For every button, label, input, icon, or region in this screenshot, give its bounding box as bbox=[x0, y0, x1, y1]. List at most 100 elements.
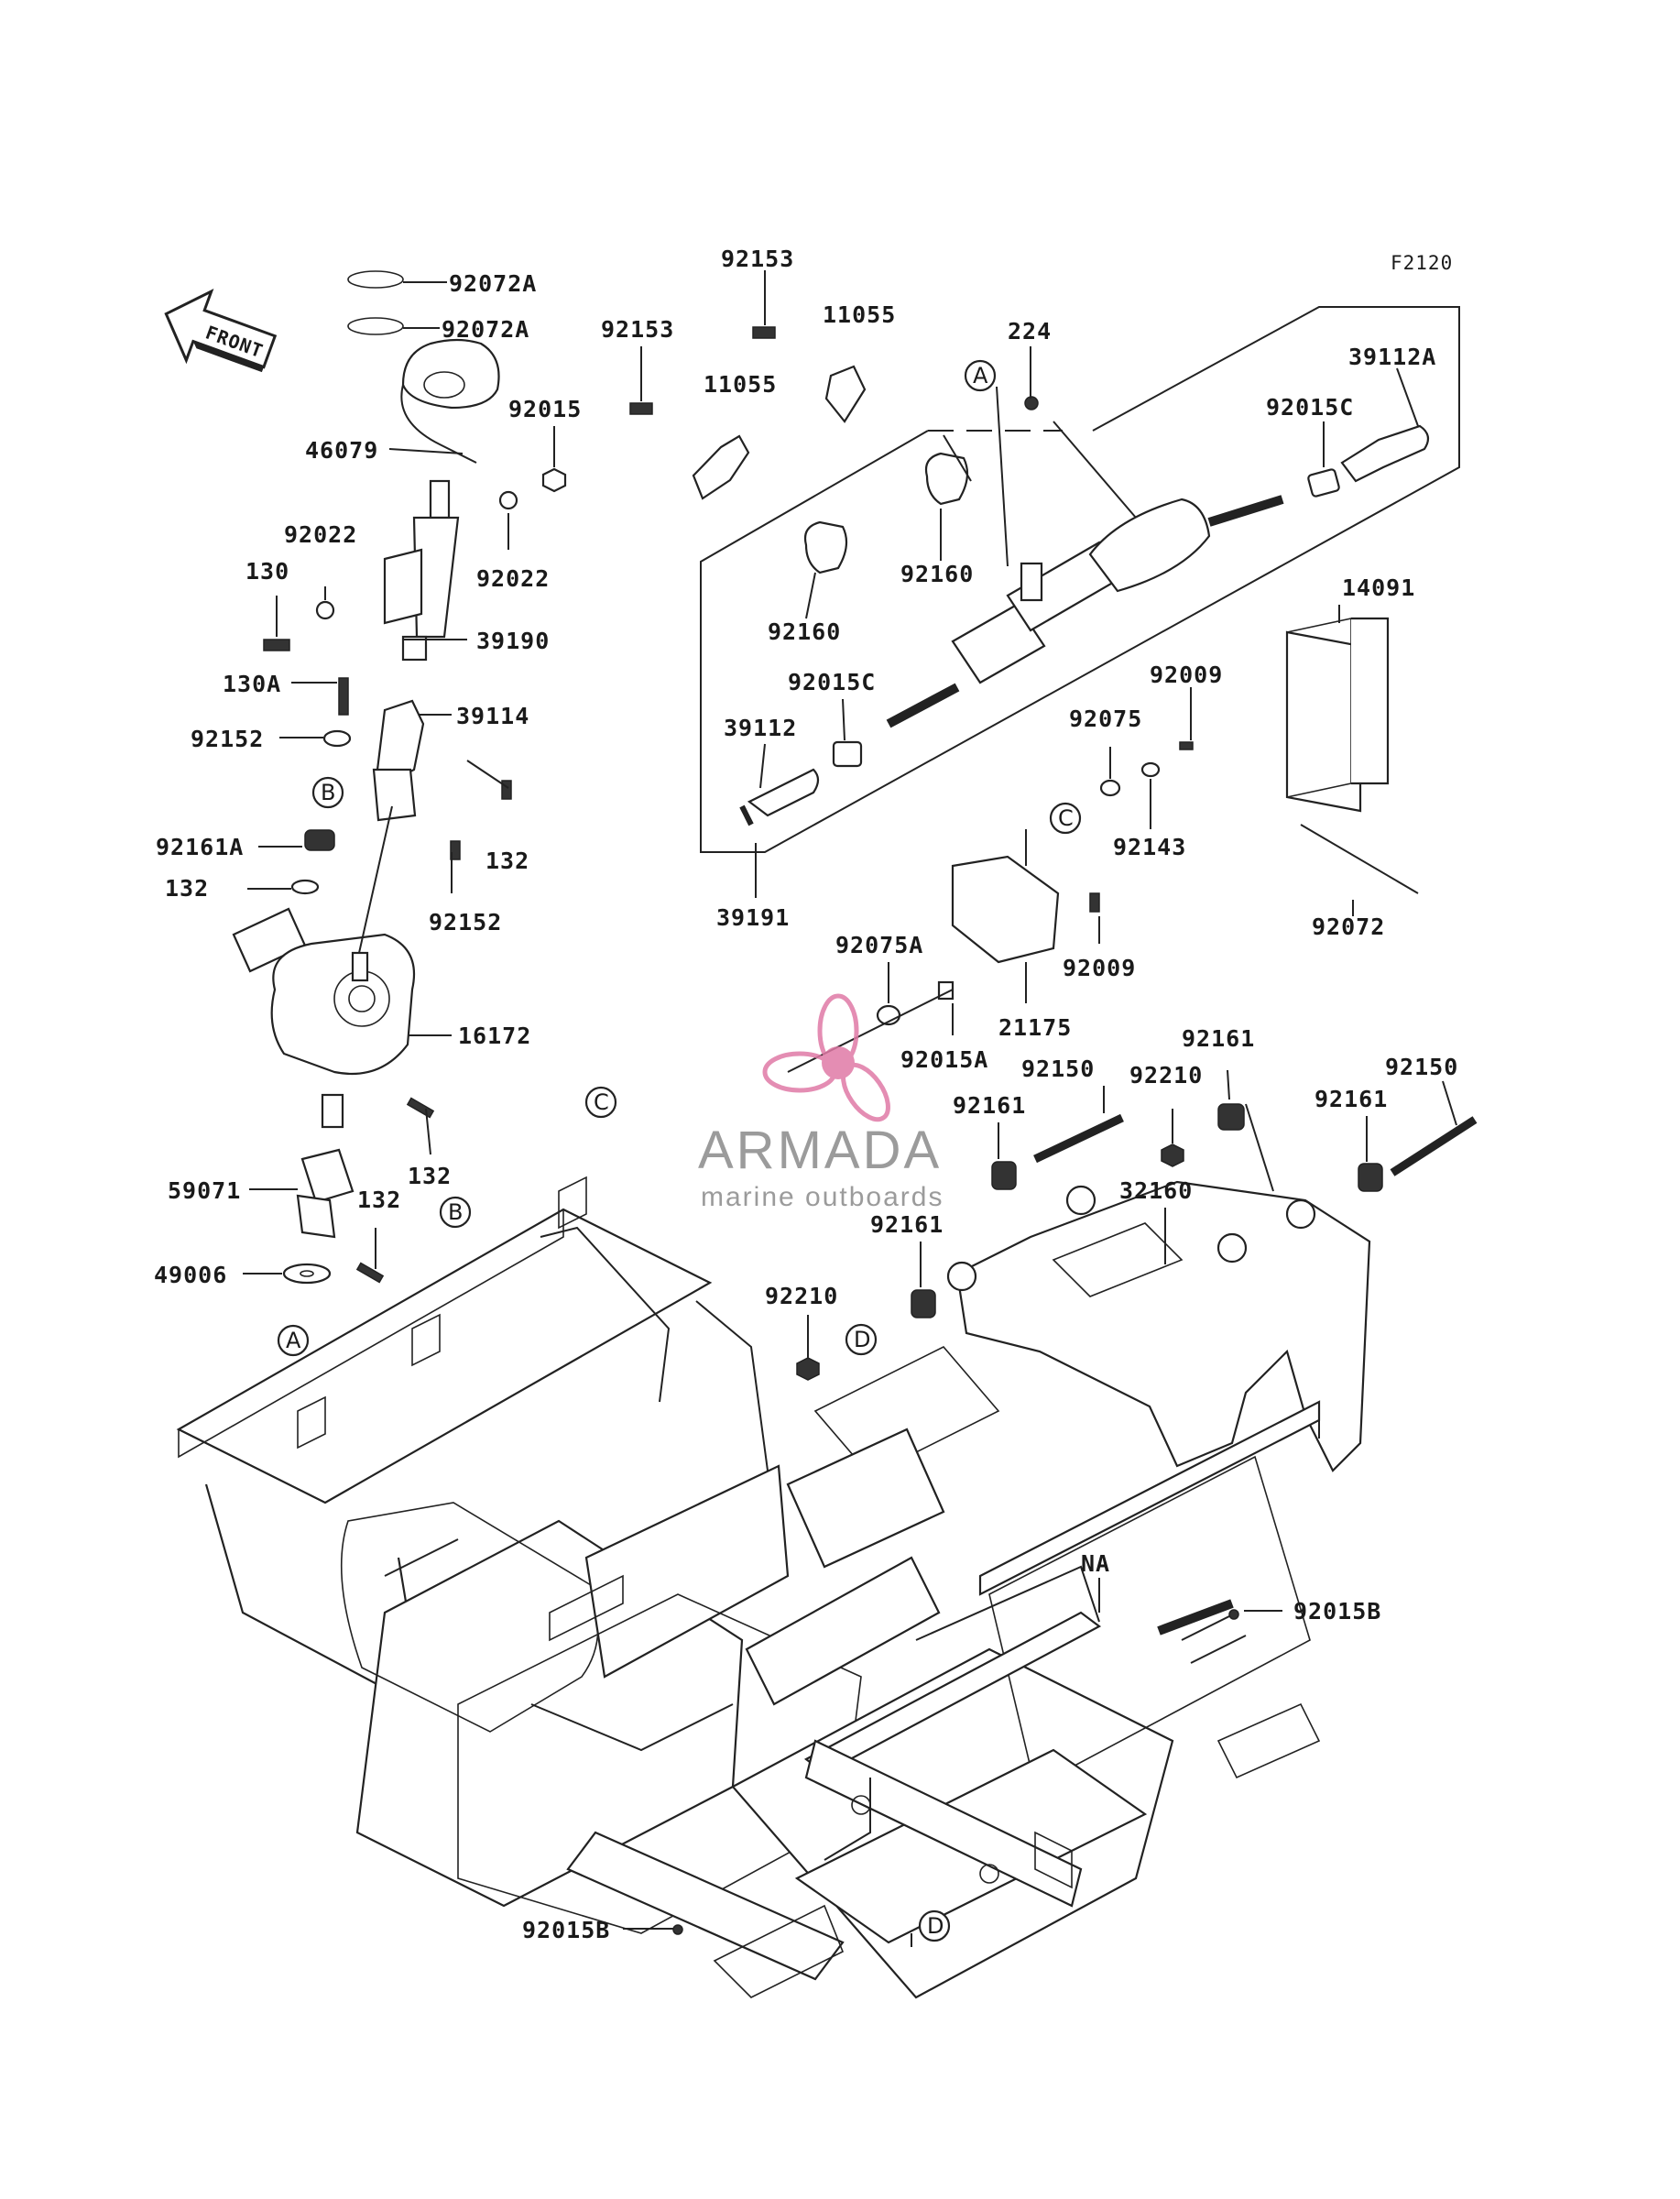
part-label: 39112A bbox=[1348, 344, 1436, 370]
part-label: 39190 bbox=[476, 628, 550, 654]
part-label: 21175 bbox=[998, 1014, 1072, 1041]
callout-c-frame: C bbox=[594, 1089, 609, 1115]
part-label: 92153 bbox=[721, 246, 794, 272]
part-label: 92150 bbox=[1385, 1054, 1458, 1080]
joint-59071 bbox=[300, 1148, 355, 1204]
steering-rack-group bbox=[629, 306, 1460, 898]
part-label: 92015C bbox=[1266, 394, 1354, 421]
washer-92152-lower bbox=[290, 879, 320, 895]
sleeve-92015c-right bbox=[1307, 468, 1340, 498]
part-label: 92153 bbox=[601, 316, 674, 343]
part-label: 92015 bbox=[508, 396, 582, 422]
module-21175 bbox=[951, 855, 1060, 964]
clamp-11055-right bbox=[824, 365, 867, 423]
part-label: 92075A bbox=[835, 932, 923, 958]
part-label: 132 bbox=[408, 1163, 452, 1189]
part-label: 16172 bbox=[458, 1023, 531, 1049]
part-label: 92009 bbox=[1150, 662, 1223, 688]
part-label: 132 bbox=[165, 875, 209, 902]
steering-rack bbox=[886, 495, 1284, 728]
part-label: 11055 bbox=[823, 301, 896, 328]
washer-left bbox=[315, 600, 335, 620]
callout-a-top: A bbox=[973, 363, 988, 388]
leader-lines bbox=[243, 270, 1457, 1930]
part-label: 92075 bbox=[1069, 706, 1142, 732]
watermark-brand: ARMADA bbox=[698, 1121, 942, 1180]
tie-rod-end-right bbox=[1340, 424, 1430, 483]
steering-column-group bbox=[232, 270, 567, 1285]
callout-d-frame: D bbox=[927, 1913, 944, 1939]
universal-joint-39114 bbox=[376, 699, 425, 781]
a-arm-group bbox=[796, 1103, 1478, 1472]
callout-b-left: B bbox=[321, 780, 335, 805]
bushing-92161a bbox=[304, 829, 335, 851]
part-labels: 92072A 92072A 46079 92015 92022 92022 13… bbox=[154, 246, 1458, 1943]
control-box-14091 bbox=[1285, 630, 1362, 813]
part-label: 92143 bbox=[1113, 834, 1186, 860]
propeller-logo-icon bbox=[762, 993, 890, 1122]
bolt-130 bbox=[263, 639, 290, 651]
part-label: 92161 bbox=[1182, 1025, 1255, 1052]
part-label: 224 bbox=[1008, 318, 1052, 345]
circlip-upper bbox=[347, 270, 404, 289]
callout-c-module: C bbox=[1058, 805, 1074, 831]
part-label: 92161A bbox=[156, 834, 244, 860]
part-label: 39191 bbox=[716, 904, 790, 931]
part-label: 39112 bbox=[724, 715, 797, 741]
watermark-tagline: marine outboards bbox=[701, 1182, 944, 1212]
part-label: 132 bbox=[357, 1187, 401, 1213]
nut-92015 bbox=[541, 467, 567, 493]
bolt-130a bbox=[338, 677, 349, 716]
part-label: 92022 bbox=[476, 565, 550, 592]
part-label: 59071 bbox=[168, 1177, 241, 1204]
armada-watermark: ARMADA marine outboards bbox=[698, 993, 944, 1212]
callout-a-bottom: A bbox=[286, 1328, 301, 1353]
part-label: 92015B bbox=[1293, 1598, 1381, 1625]
callout-d-arm: D bbox=[854, 1327, 870, 1352]
bushing-92160-left bbox=[803, 520, 848, 574]
part-label: 92072A bbox=[449, 270, 537, 297]
part-label: 14091 bbox=[1342, 574, 1415, 601]
callout-b-frame: B bbox=[448, 1199, 463, 1225]
part-label: 92072A bbox=[442, 316, 529, 343]
bolt-92150-left bbox=[1033, 1113, 1124, 1164]
part-label: NA bbox=[1081, 1550, 1110, 1577]
part-label: 92009 bbox=[1063, 955, 1136, 981]
part-label: 92160 bbox=[768, 618, 841, 645]
part-label: 92152 bbox=[429, 909, 502, 935]
part-label: 92152 bbox=[191, 726, 264, 752]
clamp-11055-left bbox=[692, 434, 750, 500]
a-arm-32160 bbox=[955, 1180, 1371, 1472]
tie-rod-end-left bbox=[747, 768, 820, 817]
part-label: 92015C bbox=[788, 669, 876, 695]
part-label: 92022 bbox=[284, 521, 357, 548]
part-label: 92015B bbox=[522, 1917, 610, 1943]
part-label: 92210 bbox=[765, 1283, 838, 1309]
washer-right bbox=[498, 490, 518, 510]
part-label: 130A bbox=[223, 671, 281, 697]
part-label: 11055 bbox=[704, 371, 777, 398]
part-label: 92161 bbox=[1315, 1086, 1388, 1112]
part-label: 92150 bbox=[1021, 1056, 1095, 1082]
part-label: 92161 bbox=[953, 1092, 1026, 1119]
part-label: 92072 bbox=[1312, 914, 1385, 940]
bushing-92160-right bbox=[924, 452, 969, 506]
sleeve-92015c-left bbox=[832, 740, 863, 768]
part-label: 92160 bbox=[900, 561, 974, 587]
power-steering-unit bbox=[232, 907, 416, 1129]
washer-92152-upper bbox=[322, 729, 352, 748]
front-arrow-icon: FRONT bbox=[164, 288, 278, 373]
part-label: 92210 bbox=[1129, 1062, 1203, 1089]
part-label: 32160 bbox=[1119, 1177, 1193, 1204]
part-label: 39114 bbox=[456, 703, 529, 729]
vehicle-frame bbox=[176, 1176, 1321, 1999]
part-label: 49006 bbox=[154, 1262, 227, 1288]
part-label: 46079 bbox=[305, 437, 378, 464]
diagram-code: F2120 bbox=[1391, 252, 1453, 274]
washer-49006 bbox=[282, 1263, 332, 1285]
part-label: 132 bbox=[485, 848, 529, 874]
part-label: 92161 bbox=[870, 1211, 944, 1238]
part-label: 130 bbox=[245, 558, 289, 585]
circlip-lower bbox=[347, 317, 404, 335]
